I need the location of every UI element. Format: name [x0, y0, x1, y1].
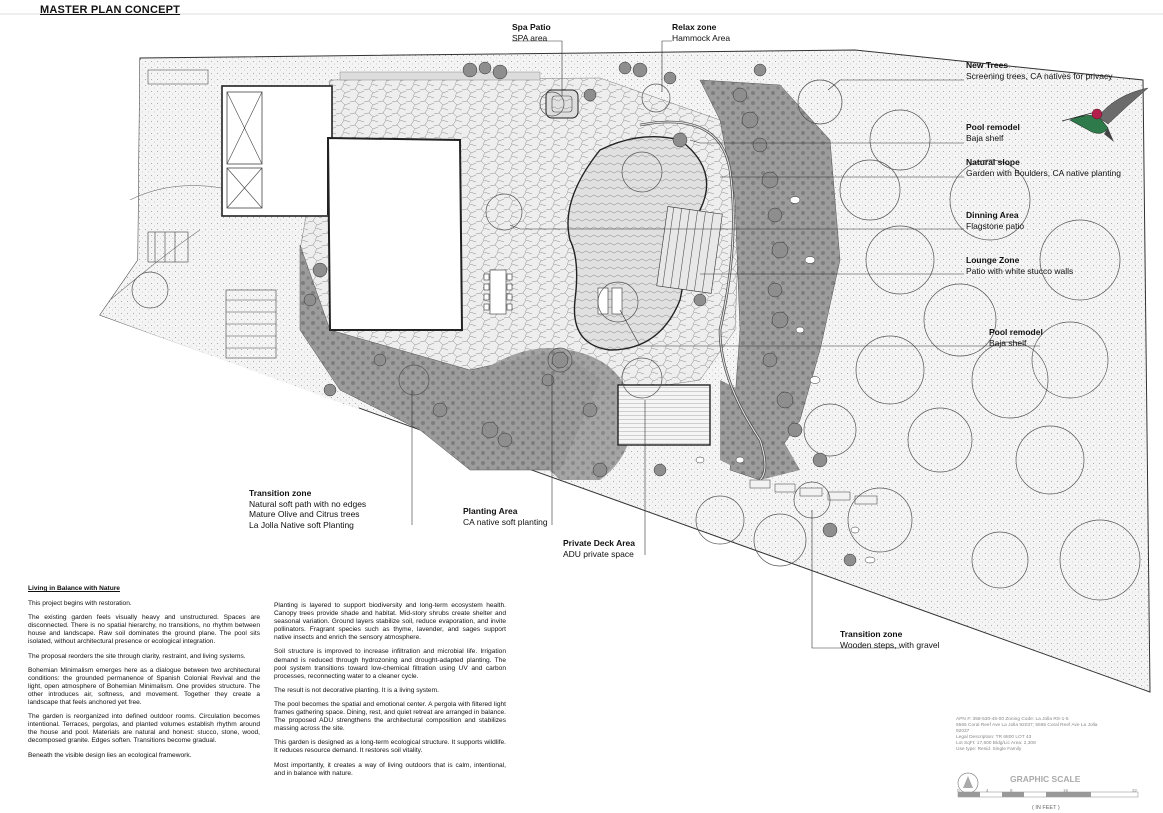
callout-dining-area: Dinning Area Flagstone patio: [966, 210, 1024, 231]
callout-subtitle: CA native soft planting: [463, 516, 548, 527]
scale-tick-label: 0: [957, 788, 960, 793]
tree-canopies: [131, 79, 1141, 601]
callout-subtitle: Flagstone patio: [966, 220, 1025, 231]
callout-subtitle: SPA area: [512, 32, 548, 43]
callout-title: Pool remodel: [966, 122, 1020, 132]
essay-paragraph: The garden is reorganized into defined o…: [28, 713, 260, 745]
garage-building: [221, 85, 333, 217]
callout-title: Transition zone: [840, 629, 903, 639]
callout-line: Mature Olive and Citrus trees: [249, 509, 360, 519]
essay-paragraph: Planting is layered to support biodivers…: [274, 602, 506, 642]
callout-title: Transition zone: [249, 488, 312, 498]
property-info-line: 92037: [956, 729, 970, 735]
callout-line: La Jolla Native soft Planting: [249, 519, 354, 530]
essay-paragraph: This project begins with restoration.: [28, 600, 132, 608]
callout-new-trees: New Trees Screening trees, CA natives fo…: [966, 60, 1112, 81]
essay-paragraph: Most importantly, it creates a way of li…: [274, 761, 506, 777]
adu-private-deck: [617, 384, 711, 446]
callout-title: Spa Patio: [512, 22, 551, 32]
hummingbird-illustration: [1061, 87, 1149, 142]
callout-spa-patio: Spa Patio SPA area: [512, 22, 551, 43]
property-info-line: Legal Description: TR 6800 LOT 43: [956, 735, 1032, 741]
property-info-block: APN #: 358-530-45-00 Zoning Code: La Jol…: [956, 717, 1136, 754]
callout-leaders: [411, 40, 1040, 649]
callout-transition-zone-steps: Transition zone Wooden steps, with grave…: [840, 629, 940, 650]
essay-paragraph: Bohemian Minimalism emerges here as a di…: [28, 666, 260, 707]
callout-title: Planting Area: [463, 506, 518, 516]
callout-title: Lounge Zone: [966, 255, 1020, 265]
callout-subtitle: Screening trees, CA natives for privacy: [966, 70, 1113, 81]
property-info-line: Lot SqFt: 17,600 Bldg/Lic Area: 2,308: [956, 741, 1036, 747]
callout-subtitle: Garden with Boulders, CA native planting: [966, 167, 1121, 178]
callout-relax-zone: Relax zone Hammock Area: [672, 22, 730, 43]
lounge-chairs: [597, 287, 623, 315]
essay-column-2: Planting is layered to support biodivers…: [274, 602, 506, 784]
scale-tick-label: 16: [1063, 788, 1069, 793]
callout-title: Relax zone: [672, 22, 717, 32]
scale-units-label: ( IN FEET ): [1032, 805, 1060, 811]
essay-heading: Living in Balance with Nature: [28, 585, 120, 592]
callout-private-deck: Private Deck Area ADU private space: [563, 538, 635, 559]
callout-pool-remodel-bottom: Pool remodel Baja shelf: [989, 327, 1043, 348]
essay-paragraph: The proposal reorders the site through c…: [28, 652, 246, 660]
essay-column-1: Living in Balance with Nature This proje…: [28, 585, 260, 766]
callout-subtitle: ADU private space: [563, 548, 634, 559]
essay-paragraph: This garden is designed as a long-term e…: [274, 739, 506, 755]
essay-paragraph: The result is not decorative planting. I…: [274, 686, 439, 694]
essay-paragraph: The existing garden feels visually heavy…: [28, 614, 260, 646]
property-info-line: 5565 Coral Reef Ave La Jolla 92037; 5565…: [956, 723, 1098, 729]
callout-title: New Trees: [966, 60, 1009, 70]
callout-subtitle: Hammock Area: [672, 32, 731, 43]
property-info-line: APN #: 358-530-45-00 Zoning Code: La Jol…: [956, 717, 1069, 722]
essay-paragraph: Soil structure is improved to increase i…: [274, 648, 506, 680]
house-building: [326, 136, 464, 331]
callout-subtitle: Wooden steps, with gravel: [840, 639, 940, 650]
dining-table: [483, 269, 513, 315]
callout-natural-slope: Natural slope Garden with Boulders, CA n…: [966, 157, 1121, 178]
scale-tick-label: 4: [986, 788, 989, 793]
callout-transition-zone-path: Transition zone Natural soft path with n…: [249, 488, 366, 530]
callout-title: Pool remodel: [989, 327, 1043, 337]
graphic-scale-bar: [957, 772, 1139, 798]
callout-title: Dinning Area: [966, 210, 1019, 220]
callout-pool-remodel-top: Pool remodel Baja shelf: [966, 122, 1020, 143]
graphic-scale-label: GRAPHIC SCALE: [1010, 774, 1081, 784]
callout-subtitle: Baja shelf: [989, 337, 1027, 348]
property-info-line: Use type: Resid. Single Family: [956, 747, 1022, 753]
scale-tick-label: 8: [1010, 788, 1013, 793]
callout-planting-area: Planting Area CA native soft planting: [463, 506, 548, 527]
essay-paragraph: The pool becomes the spatial and emotion…: [274, 700, 506, 733]
callout-lounge-zone: Lounge Zone Patio with white stucco wall…: [966, 255, 1073, 276]
callout-title: Natural slope: [966, 157, 1020, 167]
shrub-clusters: [303, 61, 857, 567]
page-title: MASTER PLAN CONCEPT: [40, 4, 181, 16]
callout-title: Private Deck Area: [563, 538, 635, 548]
essay-paragraph: Beneath the visible design lies an ecolo…: [28, 751, 192, 759]
callout-subtitle: Baja shelf: [966, 132, 1004, 143]
callout-subtitle: Patio with white stucco walls: [966, 265, 1074, 276]
side-pergola: [225, 289, 277, 359]
callout-line: Natural soft path with no edges: [249, 498, 367, 509]
scale-tick-label: 32: [1132, 788, 1138, 793]
